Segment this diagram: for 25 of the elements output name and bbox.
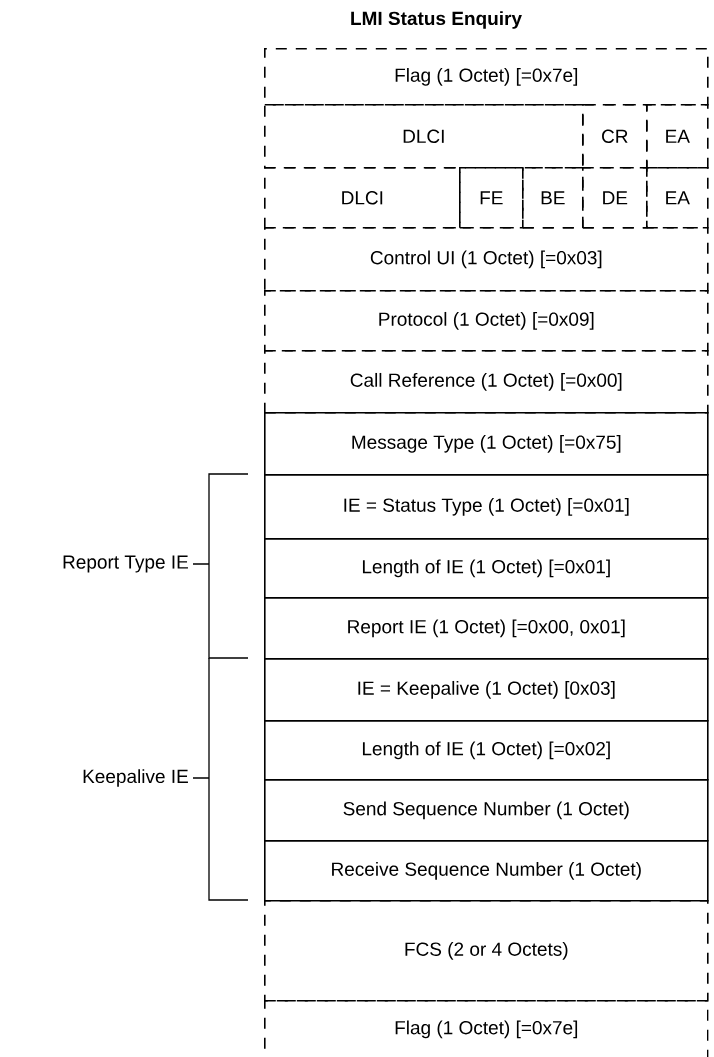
field-cell: DLCI bbox=[264, 167, 461, 229]
field-cell: BE bbox=[522, 167, 584, 229]
title: LMI Status Enquiry bbox=[351, 11, 522, 29]
field-row: FCS (2 or 4 Octets) bbox=[264, 900, 709, 1002]
bracket-label: Report Type IE bbox=[63, 555, 188, 573]
field-row: Call Reference (1 Octet) [=0x00] bbox=[264, 350, 709, 414]
field-cell: DE bbox=[582, 167, 648, 229]
field-cell: EA bbox=[646, 104, 709, 169]
field-row: Protocol (1 Octet) [=0x09] bbox=[264, 290, 709, 352]
field-row: Control UI (1 Octet) [=0x03] bbox=[264, 227, 709, 292]
field-row: Flag (1 Octet) [=0x7e] bbox=[264, 48, 709, 106]
field-row: Message Type (1 Octet) [=0x75] bbox=[264, 412, 709, 476]
field-cell: CR bbox=[582, 104, 648, 169]
field-cell: DLCI bbox=[264, 104, 584, 169]
field-row: Receive Sequence Number (1 Octet) bbox=[264, 840, 709, 902]
field-row: Report IE (1 Octet) [=0x00, 0x01] bbox=[264, 597, 709, 660]
field-row: Send Sequence Number (1 Octet) bbox=[264, 779, 709, 842]
field-cell: FE bbox=[459, 167, 524, 229]
field-cell: EA bbox=[646, 167, 709, 229]
bracket-label: Keepalive IE bbox=[83, 769, 188, 787]
field-row: IE = Keepalive (1 Octet) [0x03] bbox=[264, 658, 709, 722]
field-row: Flag (1 Octet) [=0x7e] bbox=[264, 1000, 709, 1057]
field-row: Length of IE (1 Octet) [=0x01] bbox=[264, 538, 709, 599]
field-row: IE = Status Type (1 Octet) [=0x01] bbox=[264, 474, 709, 540]
field-row: Length of IE (1 Octet) [=0x02] bbox=[264, 720, 709, 781]
